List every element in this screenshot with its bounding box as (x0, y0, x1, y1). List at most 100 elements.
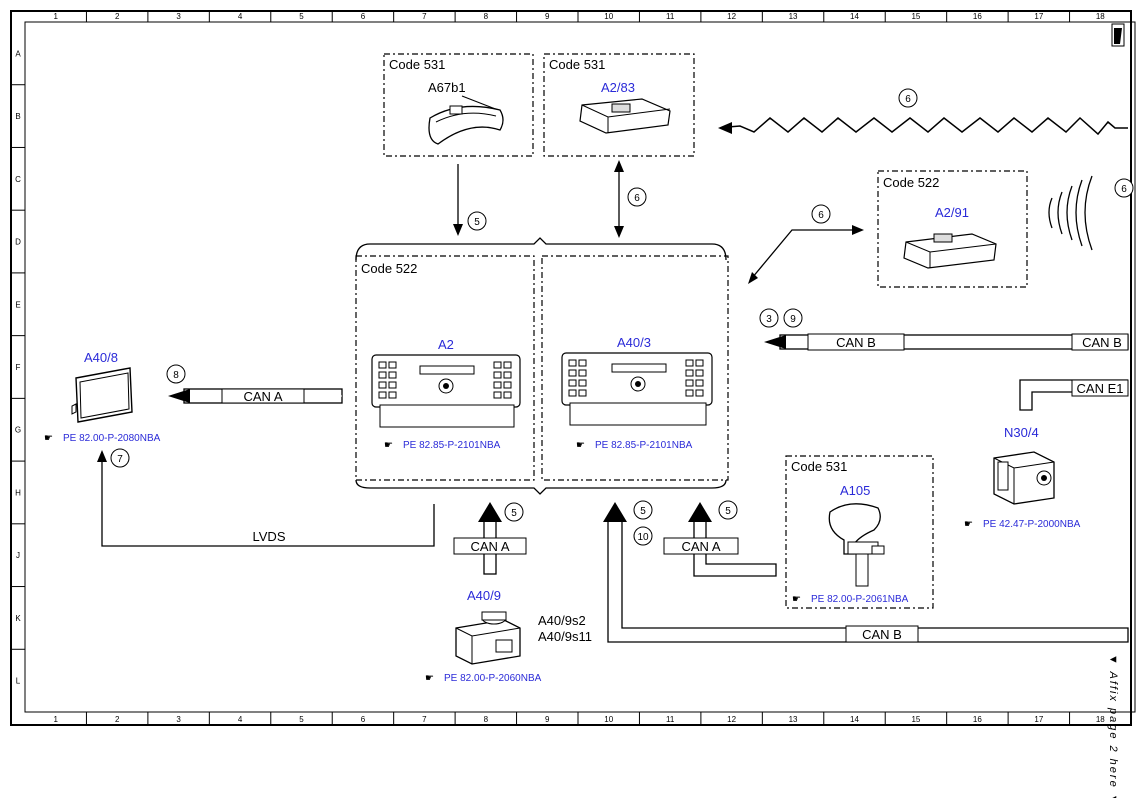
grid-col-label: 1 (53, 12, 58, 21)
ref-n304: PE 42.47-P-2000NBA (983, 519, 1081, 530)
pointing-hand-icon: ☛ (792, 594, 801, 605)
grid-col-label: 13 (789, 715, 798, 724)
component-a283-label: A2/83 (601, 80, 635, 95)
ref-a105: PE 82.00-P-2061NBA (811, 594, 909, 605)
component-a291-label: A2/91 (935, 205, 969, 220)
bus-lvds: 7 LVDS (97, 448, 435, 547)
bus-label: CAN E1 (1077, 381, 1124, 396)
box-code531-a283: Code 531 A2/83 (543, 53, 695, 157)
antenna-waves-icon (1048, 175, 1093, 251)
grid-col-label: 10 (604, 715, 613, 724)
box-code531-a105: Code 531 A105 ☛ PE 82.00-P-2061NBA (785, 455, 934, 609)
grid-col-label: 14 (850, 715, 859, 724)
grid-col-label: 6 (361, 12, 366, 21)
grid-row-label: D (15, 238, 21, 247)
grid-col-label: 13 (789, 12, 798, 21)
pointing-hand-icon: ☛ (425, 673, 434, 684)
marker-5: 5 (725, 506, 731, 517)
wireless-link-a283: 6 (718, 88, 1128, 136)
ref-a409: PE 82.00-P-2060NBA (444, 673, 542, 684)
arrow-a67b1-to-main: 5 (453, 164, 487, 236)
pointing-hand-icon: ☛ (964, 519, 973, 530)
grid-col-label: 4 (238, 12, 243, 21)
grid-col-label: 5 (299, 12, 304, 21)
box-code522-a291: Code 522 A2/91 (877, 170, 1028, 288)
page-corner-icon (1111, 23, 1125, 47)
bus-can-a-a409: CAN A 5 (453, 502, 527, 575)
grid-col-label: 7 (422, 12, 427, 21)
grid-row-label: L (16, 677, 21, 686)
component-a409s11-label: A40/9s11 (538, 629, 592, 644)
side-note: ▼ Affix page 2 here ▼ (1107, 654, 1119, 798)
main-group-brace (355, 237, 727, 495)
grid-col-label: 15 (911, 715, 920, 724)
marker-7: 7 (117, 454, 123, 465)
grid-col-label: 14 (850, 12, 859, 21)
grid-col-label: 9 (545, 12, 550, 21)
grid-col-label: 11 (666, 12, 675, 21)
marker-6: 6 (634, 193, 640, 204)
grid-col-label: 8 (484, 715, 489, 724)
component-n304-label: N30/4 (1004, 425, 1039, 440)
rearview-mirror-icon (428, 105, 504, 145)
grid-col-label: 18 (1096, 12, 1105, 21)
ref-a408: PE 82.00-P-2080NBA (63, 433, 161, 444)
grid-row-label: G (15, 426, 21, 435)
grid-col-label: 16 (973, 715, 982, 724)
grid-row-label: H (15, 488, 21, 497)
grid-col-label: 18 (1096, 715, 1105, 724)
bus-can-e1: CAN E1 (1019, 379, 1129, 411)
marker-8: 8 (173, 370, 179, 381)
grid-col-label: 7 (422, 715, 427, 724)
ref-a2: PE 82.85-P-2101NBA (403, 440, 501, 451)
grid-row-label: C (15, 175, 21, 184)
component-a408: A40/8 ☛ PE 82.00-P-2080NBA (44, 350, 161, 444)
bus-can-b-bottom: CAN B 5 10 (603, 500, 1129, 643)
display-screen-icon (71, 367, 133, 423)
gear-selector-icon (828, 503, 885, 587)
component-n304: N30/4 ☛ PE 42.47-P-2000NBA (964, 425, 1081, 530)
control-module-icon (993, 451, 1055, 505)
bus-can-a-left: CAN A 8 (166, 364, 343, 404)
bus-can-b-mid: CAN B CAN B 3 9 (759, 308, 1129, 351)
bus-label: CAN B (1082, 335, 1122, 350)
grid-col-label: 12 (727, 12, 736, 21)
pointing-hand-icon: ☛ (44, 433, 53, 444)
component-a2-label: A2 (438, 337, 454, 352)
arrow-a283-bidirectional: 6 (614, 160, 647, 238)
grid-col-label: 11 (666, 715, 675, 724)
grid-col-label: 5 (299, 715, 304, 724)
component-a105-label: A105 (840, 483, 870, 498)
control-unit-icon (903, 233, 997, 269)
pointing-hand-icon: ☛ (384, 440, 393, 451)
marker-6: 6 (905, 94, 911, 105)
grid-col-label: 6 (361, 715, 366, 724)
box-label: Code 531 (389, 57, 445, 72)
grid-row-label: F (16, 363, 21, 372)
radio-unit-icon (371, 354, 521, 428)
pointing-hand-icon: ☛ (576, 440, 585, 451)
ref-a403: PE 82.85-P-2101NBA (595, 440, 693, 451)
box-label: Code 531 (791, 459, 847, 474)
grid-col-label: 8 (484, 12, 489, 21)
grid-col-label: 16 (973, 12, 982, 21)
arrow-a291-bidirectional: 6 (748, 204, 864, 284)
controller-knob-icon (455, 611, 521, 665)
component-a409s2-label: A40/9s2 (538, 613, 586, 628)
grid-col-label: 15 (911, 12, 920, 21)
grid-row-label: A (15, 49, 21, 58)
grid-col-label: 3 (176, 715, 181, 724)
grid-row-label: B (15, 112, 20, 121)
grid-col-label: 2 (115, 12, 120, 21)
marker-6: 6 (1121, 184, 1127, 195)
marker-6: 6 (818, 210, 824, 221)
grid-col-label: 9 (545, 715, 550, 724)
component-a403-label: A40/3 (617, 335, 651, 350)
grid-col-label: 10 (604, 12, 613, 21)
grid-col-label: 2 (115, 715, 120, 724)
grid-col-label: 17 (1034, 12, 1043, 21)
marker-5: 5 (511, 508, 517, 519)
bus-label: CAN B (836, 335, 876, 350)
